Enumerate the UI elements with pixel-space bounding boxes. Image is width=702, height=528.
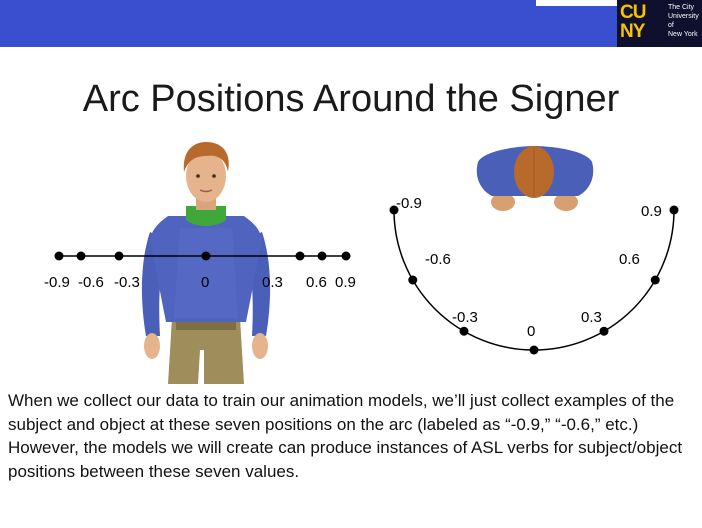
top-label: 0.6 (619, 251, 640, 268)
top-position-dot (408, 275, 418, 285)
caption-paragraph-1: When we collect our data to train our an… (8, 391, 675, 434)
front-position-dot (54, 251, 64, 261)
front-label: 0.3 (262, 274, 283, 291)
front-position-labels: -0.9 -0.6 -0.3 0 0.3 0.6 0.9 (44, 274, 356, 291)
front-position-dot (317, 251, 327, 261)
header-white-strip (536, 0, 617, 6)
front-label: -0.3 (114, 274, 140, 291)
cuny-logo-area (617, 0, 702, 47)
top-position-dot (669, 205, 679, 215)
caption-paragraph-2: However, the models we will create can p… (8, 438, 683, 481)
caption: When we collect our data to train our an… (8, 389, 698, 483)
top-label: -0.9 (396, 195, 422, 212)
front-position-dot (201, 251, 211, 261)
cuny-logo-icon: CU NY (620, 3, 654, 47)
logo-mark-line2: NY (620, 21, 645, 42)
top-label: 0.9 (641, 203, 662, 220)
top-position-dot (650, 275, 660, 285)
top-label: 0 (527, 323, 535, 340)
top-position-dot (459, 326, 469, 336)
slide-title: Arc Positions Around the Signer (82, 78, 620, 120)
front-label: 0.9 (335, 274, 356, 291)
top-position-dot (389, 205, 399, 215)
signer-top-avatar (476, 146, 594, 211)
front-position-dot (114, 251, 124, 261)
header-bar (0, 0, 702, 47)
front-label: -0.9 (44, 274, 70, 291)
front-position-points (54, 251, 351, 261)
top-position-labels: -0.9 -0.6 -0.3 0 0.3 0.6 0.9 (396, 195, 662, 340)
logo-mark-line1: CU (620, 2, 646, 23)
front-position-dot (295, 251, 305, 261)
top-position-dot (599, 326, 609, 336)
front-label: -0.6 (78, 274, 104, 291)
front-label: 0 (201, 274, 209, 291)
front-label: 0.6 (306, 274, 327, 291)
top-label: -0.6 (425, 251, 451, 268)
front-position-dot (76, 251, 86, 261)
front-position-dot (341, 251, 351, 261)
top-label: 0.3 (581, 309, 602, 326)
top-position-points (389, 205, 679, 355)
top-label: -0.3 (452, 309, 478, 326)
top-position-dot (529, 345, 539, 355)
logo-text: The City University of New York (668, 4, 699, 38)
signer-front-avatar (141, 142, 271, 384)
